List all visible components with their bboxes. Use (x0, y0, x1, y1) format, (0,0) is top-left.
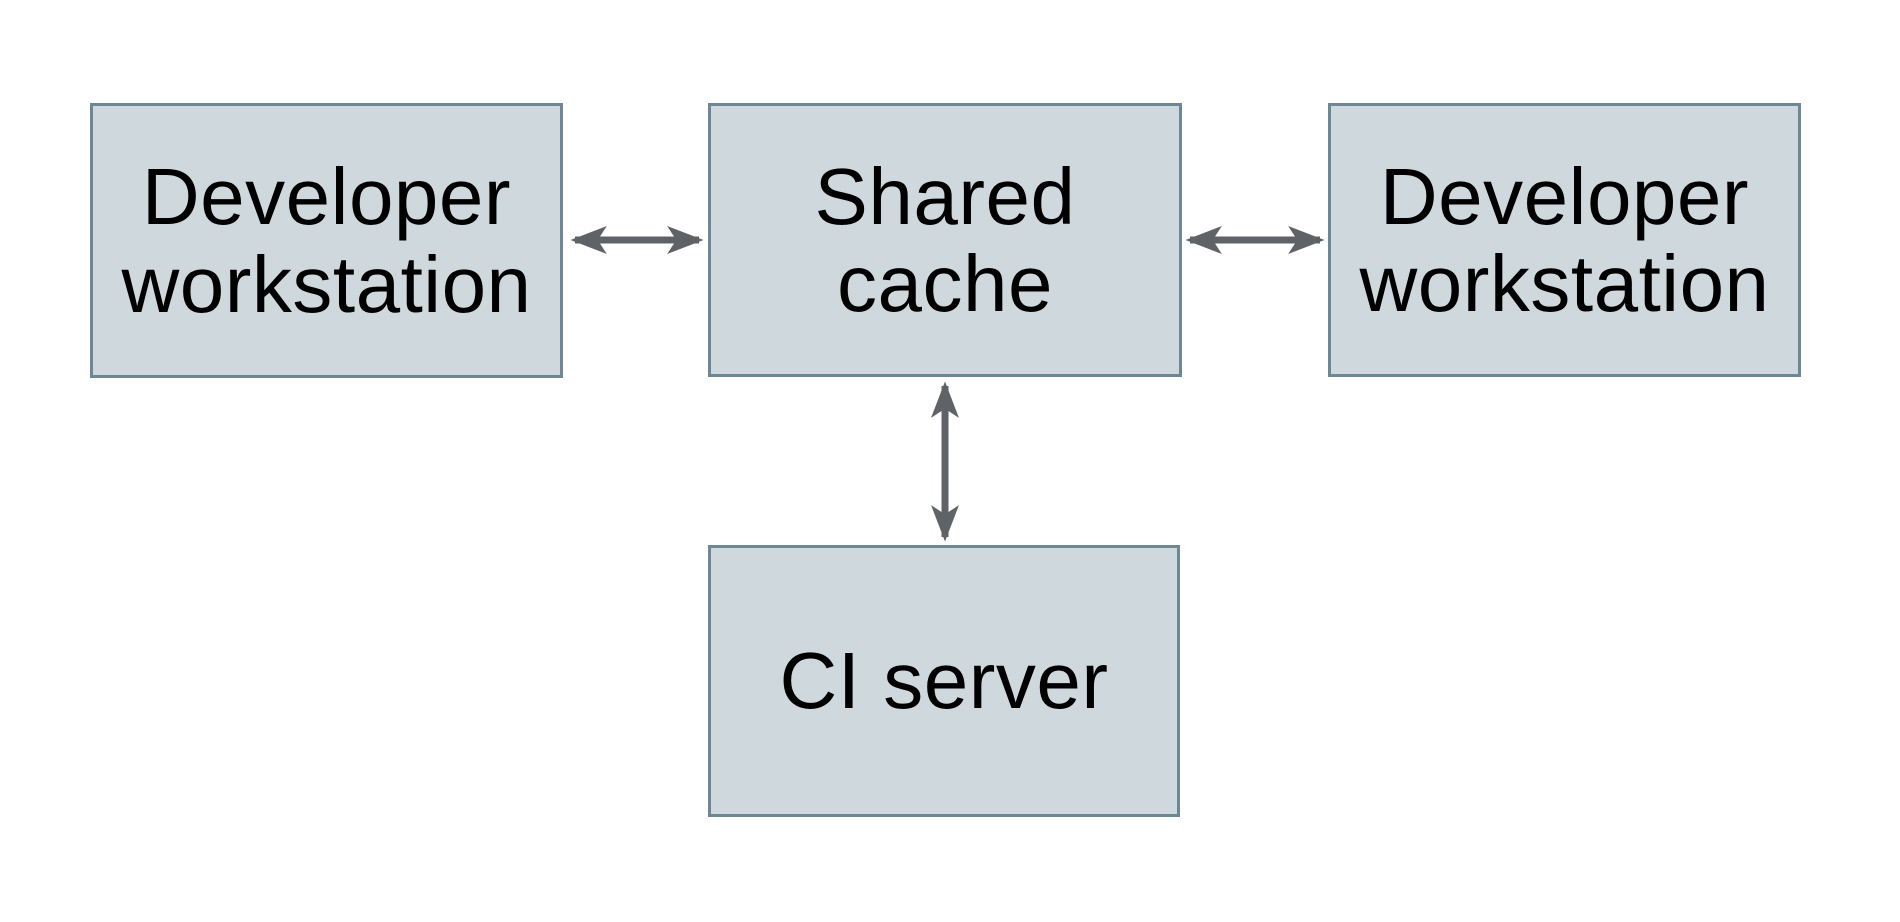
node-ci-server: CI server (708, 545, 1180, 817)
node-shared-cache: Shared cache (708, 103, 1182, 377)
node-developer-workstation-right: Developer workstation (1328, 103, 1801, 377)
node-label-developer-workstation-right: Developer workstation (1359, 151, 1770, 328)
node-developer-workstation-left: Developer workstation (90, 103, 563, 378)
node-label-developer-workstation-left: Developer workstation (121, 152, 532, 329)
node-label-shared-cache: Shared cache (814, 151, 1076, 328)
node-label-ci-server: CI server (779, 636, 1109, 726)
